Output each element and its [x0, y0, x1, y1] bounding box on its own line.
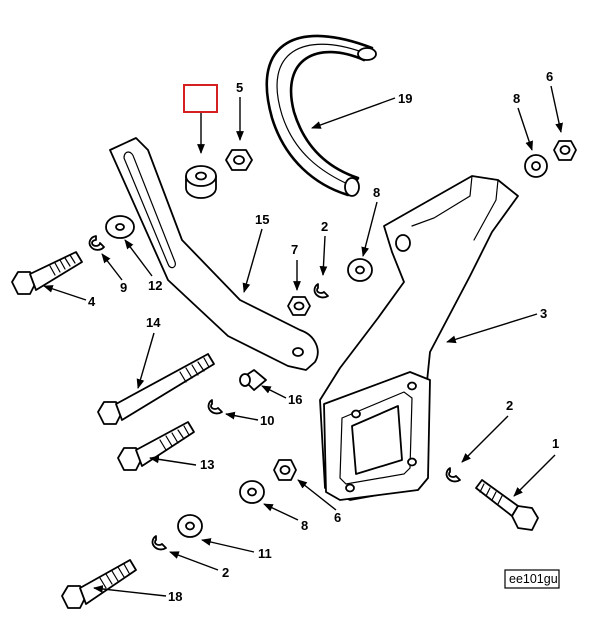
- callout-3: 3: [540, 306, 547, 321]
- callout-8-middle: 8: [373, 185, 380, 200]
- callout-6-lower: 6: [334, 510, 341, 525]
- bracket-part-3: 3: [319, 175, 547, 501]
- lockwasher-part-2-right: 2: [445, 398, 513, 483]
- bolt-part-14: 14: [97, 315, 215, 425]
- nut-part-6-lower: 6: [273, 459, 341, 525]
- bolt-part-18: 18: [61, 559, 182, 609]
- callout-13: 13: [200, 457, 214, 472]
- callout-2-right: 2: [506, 398, 513, 413]
- washer-part-11: 11: [177, 514, 272, 561]
- callout-6-upper-right: 6: [546, 69, 553, 84]
- callout-7: 7: [291, 242, 298, 257]
- callout-18: 18: [168, 589, 182, 604]
- lockwasher-part-2-upper: 2: [313, 219, 329, 299]
- callout-8-lower: 8: [301, 518, 308, 533]
- nut-part-6-upper-right: 6: [546, 69, 577, 161]
- nut-part-5: 5: [225, 80, 253, 171]
- washer-part-8-middle: 8: [347, 185, 380, 282]
- highlight-box: [183, 84, 218, 113]
- lockwasher-part-9: 9: [88, 235, 127, 295]
- callout-10: 10: [260, 413, 274, 428]
- lockwasher-part-10: 10: [207, 399, 274, 428]
- callout-2-upper: 2: [321, 219, 328, 234]
- belt-part: 19: [265, 34, 412, 197]
- callout-14: 14: [146, 315, 161, 330]
- callout-2-lower: 2: [222, 565, 229, 580]
- pin-part-16: 16: [239, 369, 302, 407]
- callout-8-upper-right: 8: [513, 91, 520, 106]
- callout-12: 12: [148, 278, 162, 293]
- brace-part-15: 15: [109, 137, 319, 371]
- bolt-part-1: 1: [475, 436, 559, 531]
- washer-part-8-lower: 8: [239, 480, 308, 533]
- washer-part-12: 12: [105, 215, 162, 293]
- spacer-part-17: [183, 84, 218, 199]
- bolt-part-4: 4: [11, 251, 96, 309]
- callout-5: 5: [236, 80, 243, 95]
- callout-9: 9: [120, 280, 127, 295]
- lockwasher-part-2-lower: 2: [151, 535, 229, 580]
- figure-code: ee101gu: [504, 569, 560, 589]
- figure-code-text: ee101gu: [509, 572, 558, 586]
- callout-19: 19: [398, 91, 412, 106]
- callout-11: 11: [258, 546, 272, 561]
- callout-16: 16: [288, 392, 302, 407]
- callout-1: 1: [552, 436, 559, 451]
- callout-4: 4: [88, 294, 96, 309]
- washer-part-8-upper-right: 8: [513, 91, 548, 178]
- nut-part-7: 7: [287, 242, 311, 316]
- callout-15: 15: [255, 212, 269, 227]
- bolt-part-13: 13: [117, 421, 214, 472]
